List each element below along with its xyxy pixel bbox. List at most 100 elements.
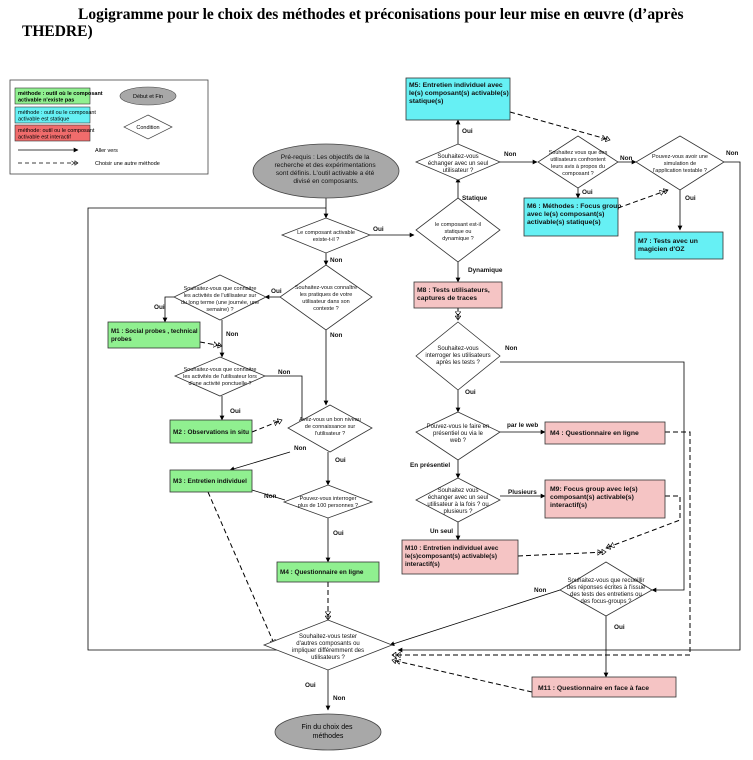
page-title: Logigramme pour le choix des méthodes et… (0, 6, 753, 40)
label-non-practices: Non (330, 332, 343, 339)
decision-punctual (173, 356, 267, 397)
method-m3-text: M3 : Entretien individuel (173, 478, 247, 485)
decision-simulation (635, 135, 725, 191)
decision-knowledge (287, 404, 373, 453)
label-dynamique: Dynamique (468, 267, 503, 274)
method-m4b-text: M4 : Questionnaire en ligne (550, 430, 639, 437)
label-oui-exist: Oui (373, 226, 384, 233)
label-non-100: Non (264, 493, 277, 500)
method-m7 (634, 231, 724, 260)
label-non-one-user: Non (504, 151, 517, 158)
label-non-simulation: Non (726, 150, 739, 157)
label-non-punctual: Non (278, 369, 291, 376)
edge-labels: Oui Non Oui Non Oui Non Non Oui Non Oui … (154, 128, 739, 702)
decision-collect (559, 561, 653, 617)
label-non-test-other: Non (333, 695, 346, 702)
end-terminal-text: Fin du choix des méthodes (302, 724, 355, 740)
start-terminal (252, 143, 400, 199)
decision-one-or-more (415, 477, 501, 523)
connectors-dashed (199, 111, 691, 693)
label-non-knowledge: Non (294, 445, 307, 452)
label-non-longterm: Non (226, 331, 239, 338)
title-line-1: Logigramme pour le choix des méthodes et… (78, 6, 684, 23)
end-terminal (274, 713, 382, 751)
method-m11 (531, 676, 677, 698)
label-oui-interview: Oui (465, 389, 476, 396)
legend-solid-text: Aller vers (95, 148, 118, 154)
label-oui-one-user: Oui (462, 128, 473, 135)
method-m10 (401, 539, 519, 575)
method-m1 (107, 321, 201, 349)
label-un-seul: Un seul (430, 528, 453, 535)
method-m4b (544, 421, 666, 445)
label-non-interview: Non (505, 345, 518, 352)
legend-cyan-swatch (14, 106, 91, 124)
label-plusieurs: Plusieurs (508, 489, 537, 496)
decision-interview (415, 321, 501, 391)
label-oui-confront: Oui (582, 189, 593, 196)
connectors-solid (87, 119, 741, 711)
method-m2-text: M2 : Observations in situ (173, 429, 249, 436)
label-oui-knowledge: Oui (335, 457, 346, 464)
legend-condition-shape (123, 114, 173, 140)
label-non-exist: Non (330, 257, 343, 264)
decision-exist (280, 217, 372, 254)
method-boxes (107, 77, 724, 698)
start-terminal-text: Pré-requis : Les objectifs de la recherc… (274, 154, 377, 185)
method-m4a-text: M4 : Questionnaire en ligne (280, 569, 364, 576)
method-m8-text: M8 : Tests utilisateurs,captures de trac… (417, 287, 490, 302)
label-non-collect: Non (534, 587, 547, 594)
method-m4a (276, 561, 380, 583)
decision-test-other (262, 619, 394, 671)
label-oui-longterm: Oui (154, 304, 165, 311)
method-m9 (544, 479, 666, 519)
decision-confront (537, 135, 619, 189)
method-m9-text: M9: Focus group avec le(s)composant(s) a… (550, 486, 638, 509)
method-m3 (169, 469, 253, 493)
decision-100 (282, 484, 374, 519)
legend-terminal-shape (119, 86, 177, 106)
legend-condition-text: Condition (136, 125, 159, 131)
decision-practices (279, 264, 373, 331)
method-m11-text: M11 : Questionnaire en face à face (538, 685, 649, 692)
decision-web (415, 411, 501, 461)
decision-nodes (173, 135, 725, 671)
label-oui-test-other: Oui (305, 682, 316, 689)
decision-one-user (414, 143, 502, 181)
label-par-le-web: par le web (507, 422, 538, 429)
method-m5 (405, 77, 511, 121)
label-non-confront: Non (620, 155, 633, 162)
label-statique: Statique (462, 195, 488, 202)
method-m8 (413, 281, 503, 309)
method-m6 (523, 197, 619, 237)
legend-terminal-text: Début et Fin (133, 94, 163, 100)
label-oui-100: Oui (333, 530, 344, 537)
decision-longterm (173, 274, 267, 321)
label-oui-practices: Oui (271, 288, 282, 295)
decision-static (415, 197, 501, 263)
label-oui-collect: Oui (614, 624, 625, 631)
